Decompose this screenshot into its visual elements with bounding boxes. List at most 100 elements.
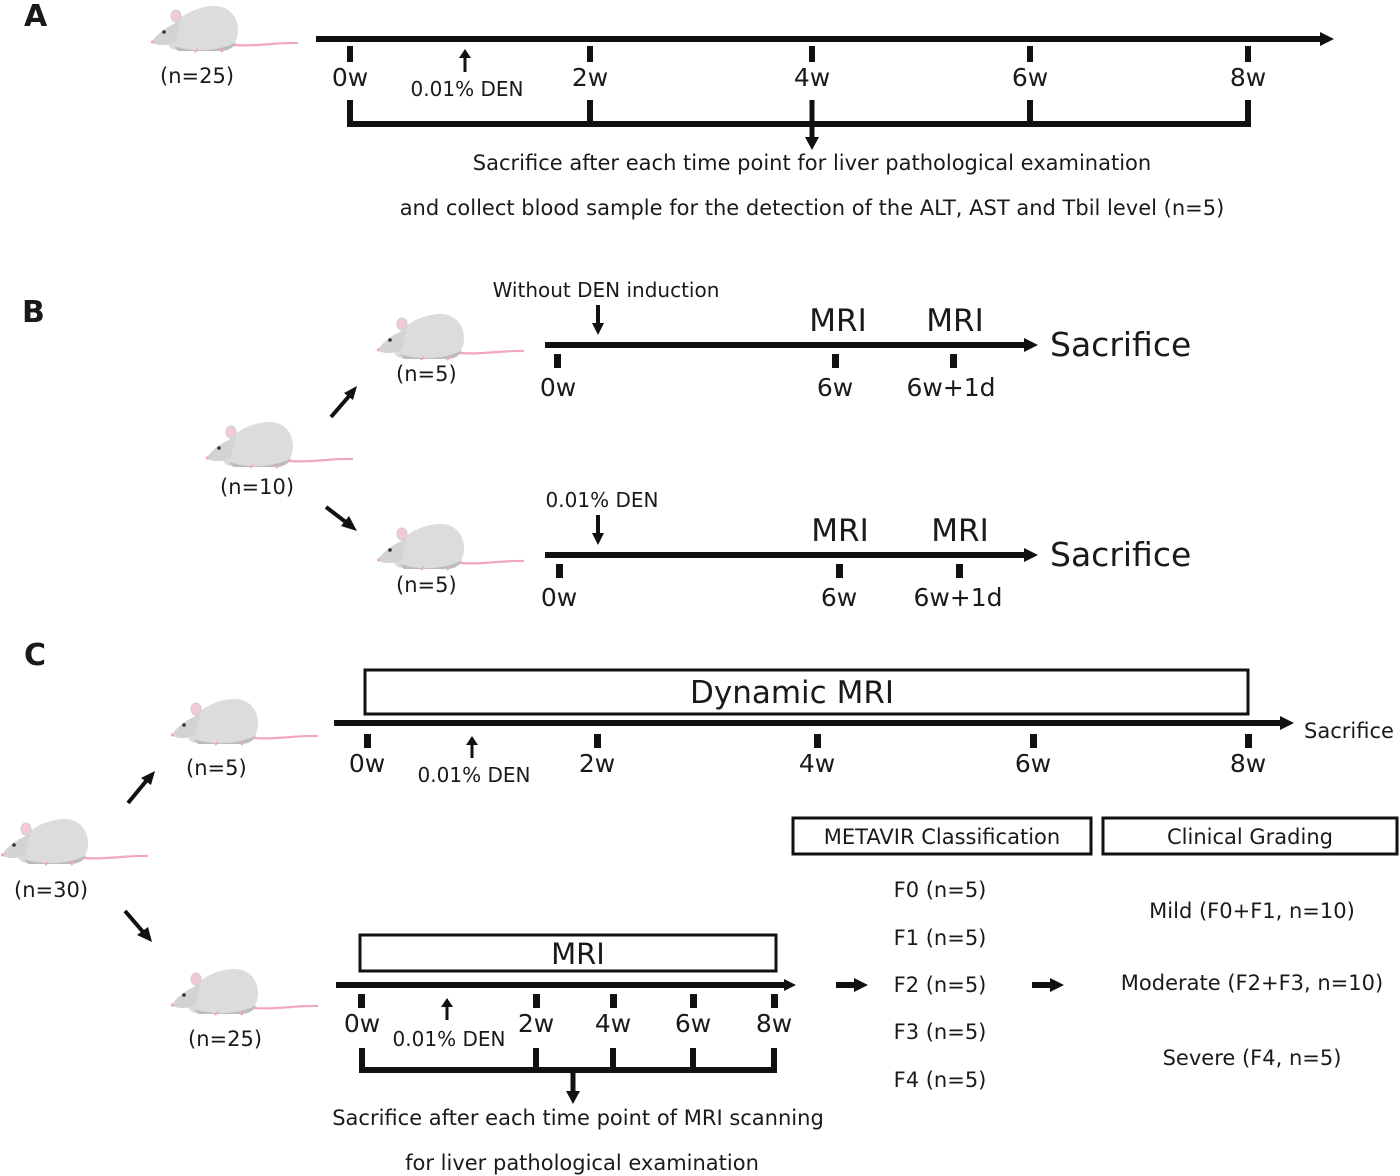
panel-b-top-note: Without DEN induction: [493, 278, 720, 302]
arrow-right-icon: [1320, 32, 1334, 46]
panel-c-top-tick: [1030, 734, 1037, 748]
panel-c-top-tick-label: 6w: [1015, 749, 1051, 778]
rat-icon: [0, 817, 150, 867]
panel-c-bottom-tick-label: 0w: [344, 1009, 380, 1038]
panel-b-top-tick-label: 6w: [817, 373, 853, 402]
panel-c-top-tick-label: 2w: [579, 749, 615, 778]
panel-b-bottom-tick: [556, 564, 563, 578]
panel-c-top-tick-label: 8w: [1230, 749, 1266, 778]
panel-c-bottom-tick: [610, 994, 617, 1008]
rat-icon: [375, 522, 526, 572]
panel-c: C (n=30) (n=5) Dynamic MRI Sacrifice 0w …: [0, 638, 1399, 1175]
panel-b-bottom-tick-label: 6w: [821, 583, 857, 612]
panel-b-bottom-sacrifice: Sacrifice: [1050, 535, 1191, 574]
metavir-title: METAVIR Classification: [824, 825, 1060, 849]
clinical-grading-item: Mild (F0+F1, n=10): [1149, 899, 1355, 923]
panel-b: B (n=10) (n=5) Without DEN induction MRI…: [22, 278, 1191, 612]
rat-icon: [375, 312, 526, 362]
panel-b-bottom-tick-label: 0w: [541, 583, 577, 612]
arrow-down-icon: [592, 305, 604, 335]
rat-icon: [169, 967, 320, 1017]
panel-c-top-tick-label: 0w: [349, 749, 385, 778]
panel-c-bottom-tick: [358, 994, 365, 1008]
arrow-right-icon: [836, 978, 868, 992]
panel-c-bottom-tick-label: 4w: [595, 1009, 631, 1038]
arrow-down-icon: [566, 1070, 580, 1104]
panel-c-bottom-tick-label: 8w: [756, 1009, 792, 1038]
panel-c-bottom-tick: [690, 994, 697, 1008]
panel-a-caption-line1: Sacrifice after each time point for live…: [473, 151, 1151, 175]
panel-b-bottom-tick: [836, 564, 843, 578]
panel-c-bottom-tick-label: 2w: [518, 1009, 554, 1038]
rat-icon: [149, 4, 300, 54]
panel-a-tick-2w: [587, 46, 593, 62]
panel-c-letter: C: [24, 638, 46, 673]
panel-a-bracket: [347, 100, 1251, 127]
panel-a-den-label: 0.01% DEN: [411, 77, 524, 101]
panel-c-top-n-label: (n=5): [186, 756, 247, 780]
clinical-grading-box: [1101, 816, 1399, 856]
panel-c-bottom-tick: [533, 994, 540, 1008]
mri-box: [358, 933, 778, 973]
arrow-right-icon: [329, 386, 357, 419]
panel-a-tick-label: 6w: [1012, 63, 1048, 92]
dynamic-mri-box: [363, 668, 1250, 716]
panel-c-bottom-n-label: (n=25): [188, 1027, 262, 1051]
panel-c-top-tick: [364, 734, 371, 748]
panel-b-letter: B: [22, 295, 45, 330]
panel-b-bottom-mri-label: MRI: [811, 513, 868, 549]
panel-b-top-n-label: (n=5): [396, 362, 457, 386]
arrow-right-icon: [1024, 548, 1038, 562]
clinical-grading-item: Severe (F4, n=5): [1163, 1046, 1342, 1070]
panel-a-letter: A: [24, 0, 48, 34]
metavir-item: F4 (n=5): [894, 1068, 987, 1092]
panel-b-top-tick-label: 0w: [540, 373, 576, 402]
arrow-right-icon: [1024, 338, 1038, 352]
panel-a-tick-6w: [1027, 46, 1033, 62]
panel-c-top-sacrifice: Sacrifice: [1304, 719, 1394, 743]
metavir-item: F1 (n=5): [894, 926, 987, 950]
panel-c-bottom-caption-line2: for liver pathological examination: [405, 1151, 759, 1175]
arrow-down-icon: [592, 515, 604, 545]
arrow-down-icon: [805, 100, 819, 150]
metavir-item: F3 (n=5): [894, 1020, 987, 1044]
panel-a: A (n=25) 0w 2w 4w 6w 8w 0.01% DEN Sacrif…: [24, 0, 1334, 220]
panel-b-top-sacrifice: Sacrifice: [1050, 325, 1191, 364]
panel-a-tick-8w: [1245, 46, 1251, 62]
rat-icon: [169, 697, 320, 747]
panel-c-bottom-tick: [771, 994, 778, 1008]
panel-a-caption-line2: and collect blood sample for the detecti…: [400, 196, 1225, 220]
metavir-item: F0 (n=5): [894, 878, 987, 902]
arrow-up-icon: [459, 49, 471, 72]
clinical-grading-item: Moderate (F2+F3, n=10): [1121, 971, 1383, 995]
panel-b-top-mri-label: MRI: [926, 303, 983, 339]
clinical-grading-title: Clinical Grading: [1167, 825, 1333, 849]
panel-b-top-tick: [554, 354, 561, 368]
dynamic-mri-label: Dynamic MRI: [690, 675, 894, 711]
panel-a-tick-0w: [347, 46, 353, 62]
panel-b-bottom-tick-label: 6w+1d: [913, 583, 1002, 612]
arrow-right-icon: [784, 979, 796, 991]
panel-c-bottom-den-label: 0.01% DEN: [393, 1027, 506, 1051]
panel-b-bottom-mri-label: MRI: [931, 513, 988, 549]
panel-a-tick-4w: [809, 46, 815, 62]
panel-b-bottom-n-label: (n=5): [396, 573, 457, 597]
mri-box-label: MRI: [551, 937, 605, 971]
panel-c-bottom-tick-label: 6w: [675, 1009, 711, 1038]
panel-a-tick-label: 2w: [572, 63, 608, 92]
arrow-right-icon: [324, 505, 357, 531]
panel-b-bottom-note: 0.01% DEN: [546, 488, 659, 512]
panel-c-top-tick-label: 4w: [799, 749, 835, 778]
panel-c-bottom-caption-line1: Sacrifice after each time point of MRI s…: [332, 1106, 824, 1130]
panel-a-tick-label: 8w: [1230, 63, 1266, 92]
panel-b-top-tick: [832, 354, 839, 368]
panel-b-top-tick: [950, 354, 957, 368]
arrow-up-icon: [466, 736, 478, 758]
panel-c-top-tick: [1245, 734, 1252, 748]
panel-c-top-tick: [594, 734, 601, 748]
arrow-right-icon: [1032, 978, 1064, 992]
panel-b-bottom-tick: [956, 564, 963, 578]
panel-a-tick-label: 0w: [332, 63, 368, 92]
arrow-right-icon: [1280, 716, 1294, 730]
